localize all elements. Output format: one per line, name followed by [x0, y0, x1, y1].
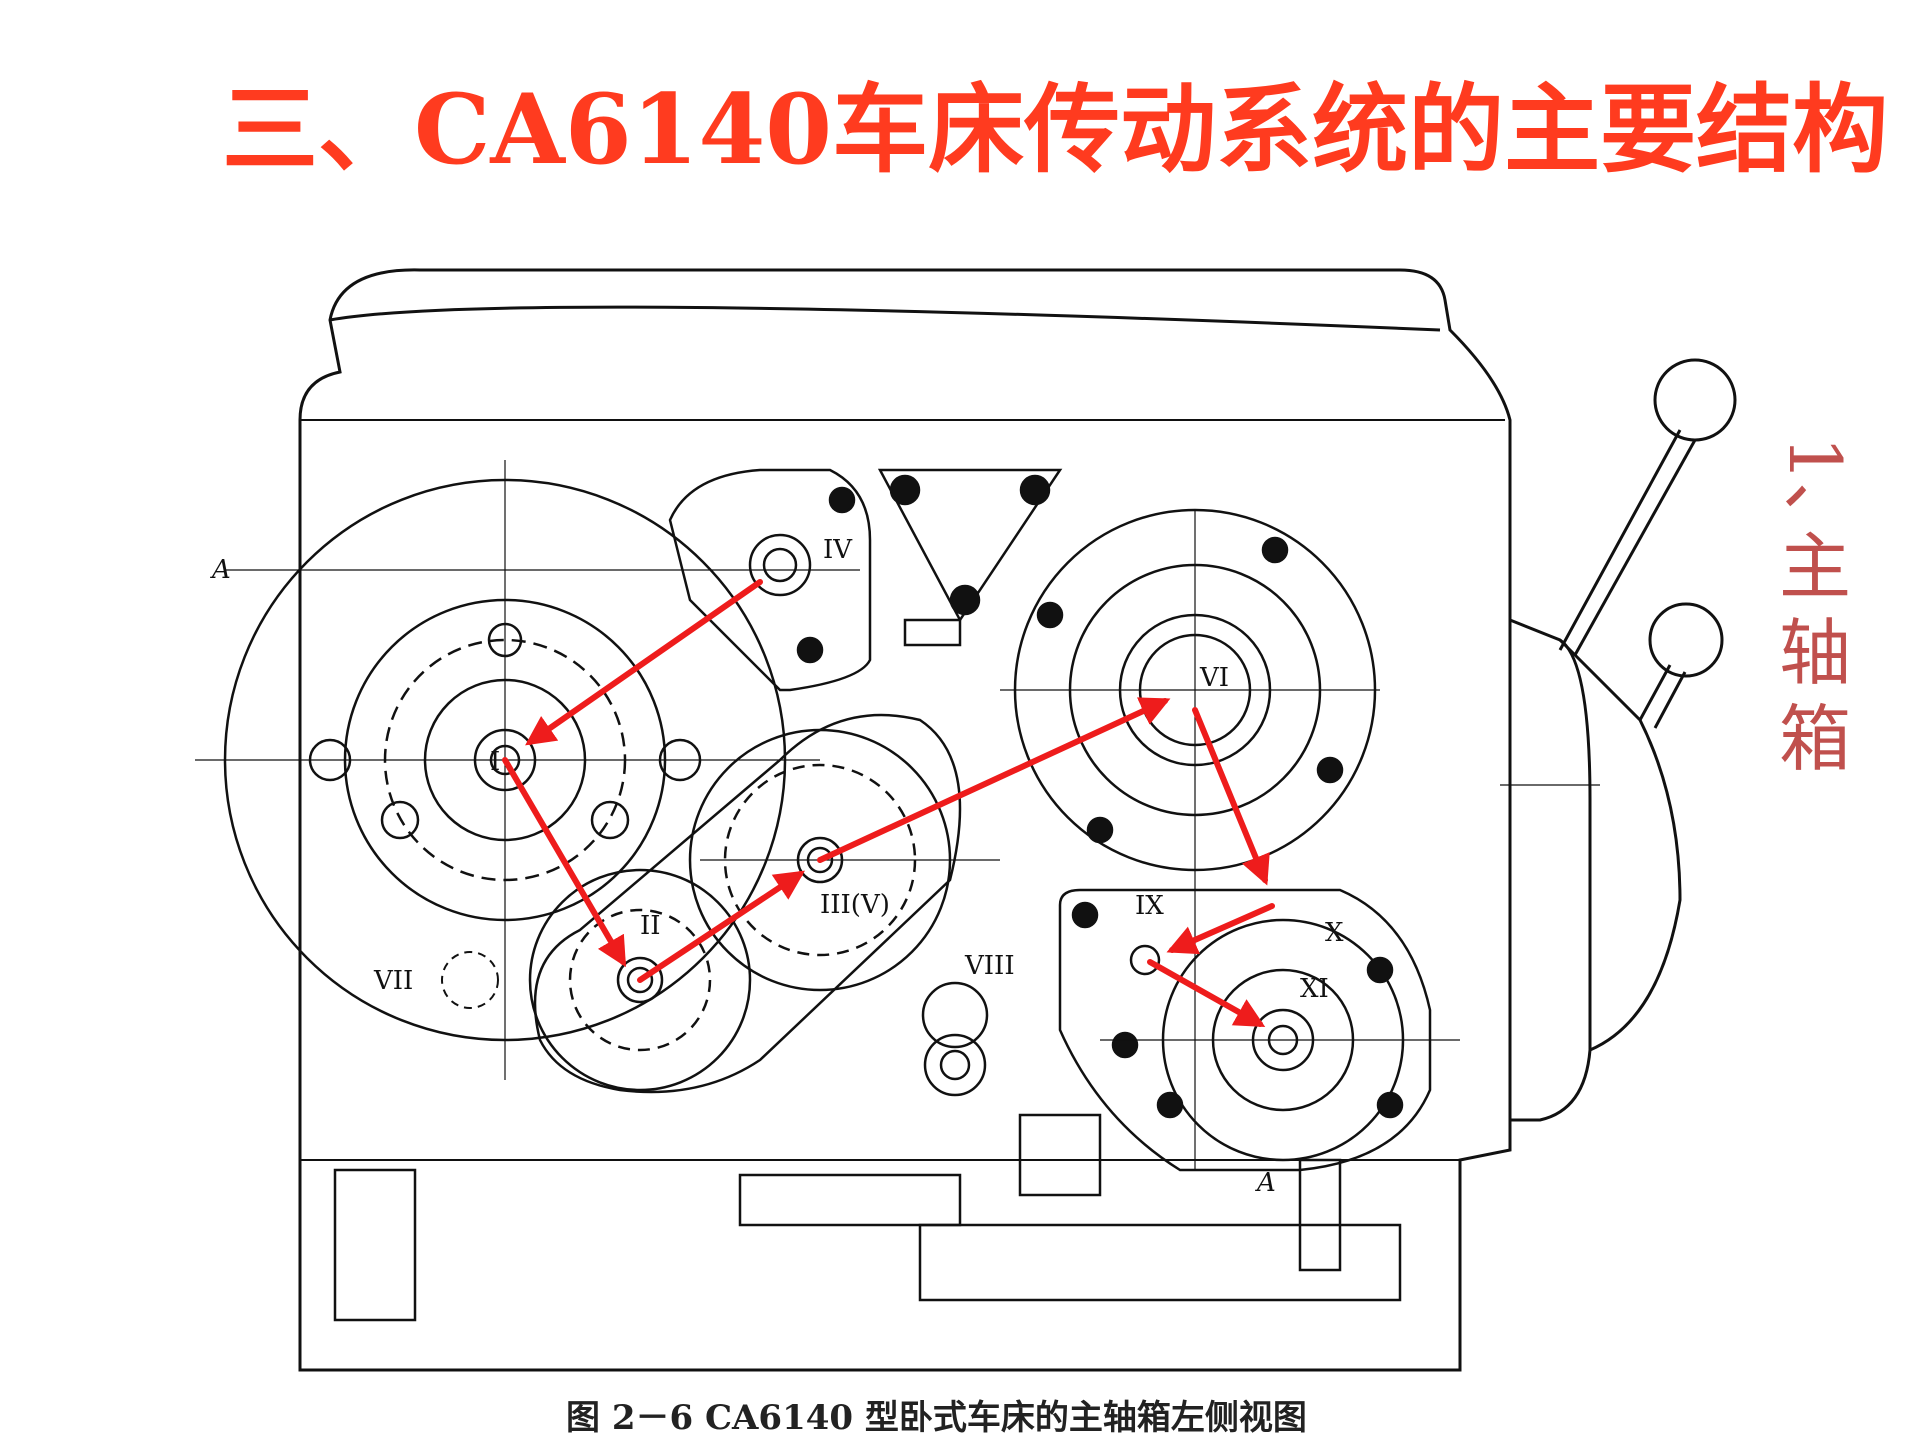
label-section-a-bottom: A — [1255, 1168, 1276, 1198]
center-lines — [195, 460, 1600, 1170]
label-shaft-viii: VIII — [964, 951, 1015, 981]
arrow-vi-to-x — [1192, 707, 1270, 886]
triangular-bracket — [877, 468, 1063, 647]
label-section-a-top: A — [210, 555, 231, 585]
label-shaft-vii: VII — [373, 966, 413, 996]
label-shaft-iv: IV — [823, 535, 853, 565]
control-lever — [1558, 358, 1737, 729]
arrow-i-to-ii — [502, 757, 627, 968]
label-shaft-i: I — [490, 747, 500, 777]
label-shaft-iii-v: III(V) — [820, 890, 890, 920]
label-shaft-vi: VI — [1199, 663, 1229, 693]
base-section — [333, 1113, 1402, 1322]
side-label-spindle-box: 1、 主 轴 箱 — [1770, 436, 1860, 782]
housing-outline — [298, 268, 1682, 1372]
arrow-ix-to-xi — [1147, 959, 1266, 1027]
arrow-ii-to-iii — [637, 870, 806, 983]
figure-caption: 图 2－6 CA6140 型卧式车床的主轴箱左侧视图 — [566, 1398, 1307, 1438]
shaft-vii — [441, 951, 499, 1009]
shaft-viii — [921, 981, 989, 1097]
transmission-path — [502, 579, 1275, 1027]
label-shaft-ii: II — [640, 911, 661, 941]
shaft-labels: IV I VI II III(V) VII VIII IX X XI A A — [210, 535, 1344, 1198]
arrow-iv-to-i — [525, 579, 763, 746]
arrow-iii-to-vi — [817, 697, 1171, 863]
gear-cover-plate — [533, 713, 962, 1094]
label-shaft-xi: XI — [1300, 974, 1329, 1004]
label-shaft-x: X — [1325, 918, 1344, 948]
label-shaft-ix: IX — [1135, 891, 1164, 921]
side-label-char-2: 轴 — [1778, 611, 1851, 695]
bracket-shaft-iv — [668, 468, 872, 692]
gear-shaft-xi — [1058, 888, 1432, 1172]
side-label-char-3: 箱 — [1778, 697, 1851, 781]
slide-title: 三、CA6140车床传动系统的主要结构 — [222, 73, 1889, 186]
arrow-x-to-ix — [1166, 903, 1275, 955]
gear-shaft-ii — [528, 868, 752, 1092]
side-label-char-1: 主 — [1778, 525, 1851, 609]
